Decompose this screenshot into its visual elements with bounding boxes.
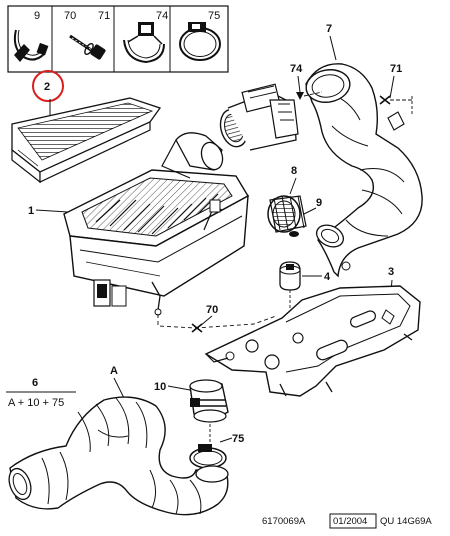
callout-70: 70 [206, 304, 218, 316]
callout-6: 6 [32, 377, 38, 389]
parts-strip: 9 70 71 74 75 [7, 5, 229, 73]
callout-75: 75 [232, 433, 244, 445]
strip-label-70: 70 [64, 10, 76, 22]
strip-label-9: 9 [34, 10, 40, 22]
callout-9: 9 [316, 197, 322, 209]
callout-74-group: 74 [290, 63, 323, 100]
part-75-clamp-icon: 75 [179, 10, 221, 61]
part-74-clamp-icon: 74 [123, 10, 168, 64]
callout-74: 74 [290, 63, 303, 75]
footer: 6170069A 01/2004 QU 14G69A [262, 513, 432, 529]
strip-label-75: 75 [208, 10, 220, 22]
part-A-lower-hose: A [8, 365, 229, 516]
footer-code: 6170069A [262, 516, 306, 527]
callout-6-formula: A + 10 + 75 [8, 397, 64, 409]
highlight-circle [32, 70, 64, 102]
part-3-mounting-bracket: 3 [204, 266, 421, 397]
callout-8: 8 [291, 165, 297, 177]
strip-label-74: 74 [156, 10, 168, 22]
callout-4: 4 [324, 271, 331, 283]
part-10-sleeve: 10 [154, 379, 229, 423]
strip-label-71: 71 [98, 10, 110, 22]
air-flow-meter [219, 83, 299, 151]
part-2-air-filter: 2 [11, 70, 162, 184]
footer-ref: QU 14G69A [380, 516, 432, 527]
part-75-lower-clamp: 75 [189, 424, 244, 469]
callout-71: 71 [390, 63, 402, 75]
footer-date: 01/2004 [333, 516, 367, 527]
callout-3: 3 [388, 266, 394, 278]
part-8-9-connector: 8 9 [267, 165, 322, 237]
part-9-clamp-icon: 9 [13, 10, 49, 62]
callout-1: 1 [28, 205, 34, 217]
callout-70-group: 70 [157, 304, 277, 333]
part-4-rubber-mount: 4 [279, 261, 331, 308]
part-1-filter-housing: 1 [28, 132, 249, 316]
callout-2: 2 [44, 81, 50, 93]
part-7-intake-hose: 7 [305, 23, 423, 278]
callout-10: 10 [154, 381, 166, 393]
callout-7: 7 [326, 23, 332, 35]
callout-A: A [110, 365, 118, 377]
callout-71-group: 71 [379, 63, 413, 114]
part-70-71-bolt-icon: 70 71 [64, 10, 110, 60]
kit-6-label: 6 A + 10 + 75 [6, 377, 76, 409]
